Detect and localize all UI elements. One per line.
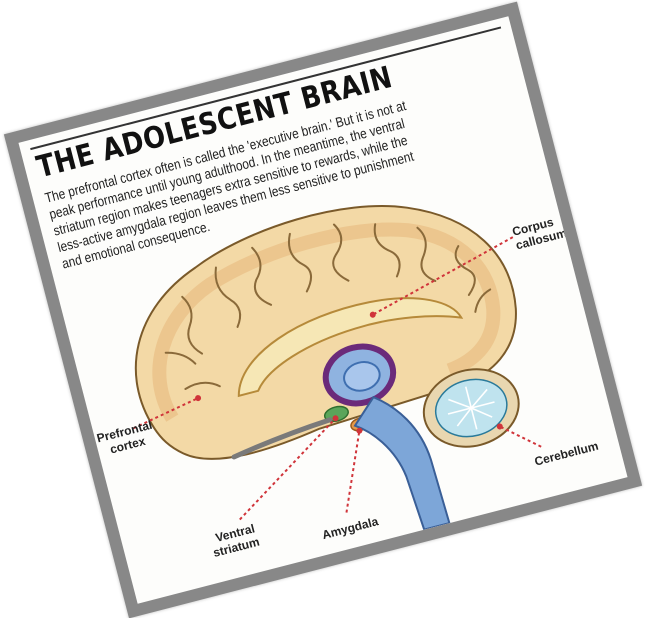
infographic-card: THE ADOLESCENT BRAIN The prefrontal cort… — [18, 16, 627, 604]
label-cerebellum: Cerebellum — [533, 439, 600, 469]
label-amygdala: Amygdala — [321, 514, 380, 542]
tilted-frame: THE ADOLESCENT BRAIN The prefrontal cort… — [4, 2, 642, 618]
